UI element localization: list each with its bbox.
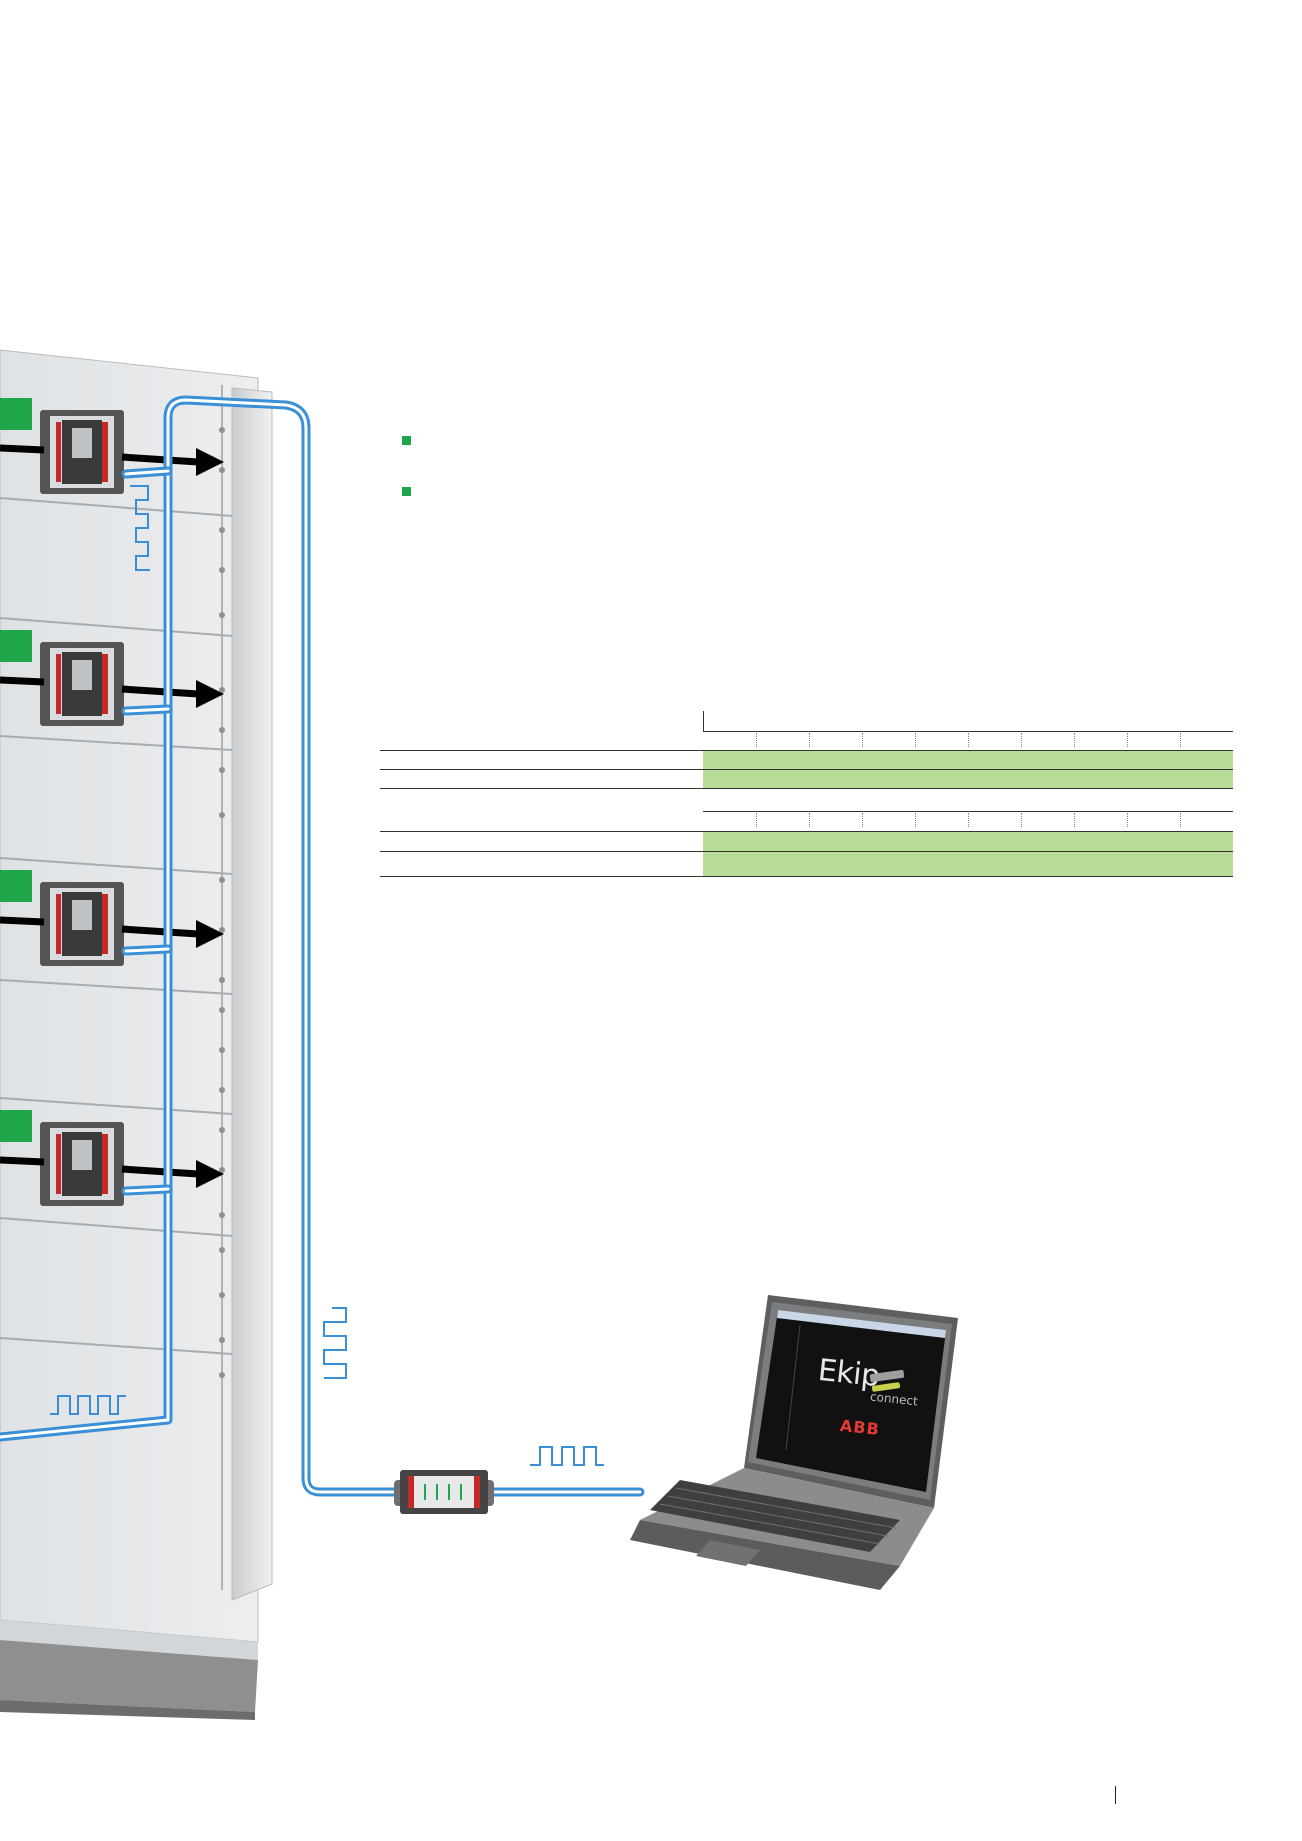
laptop-icon xyxy=(630,1295,958,1590)
table-column-divider xyxy=(703,711,704,731)
table-tick xyxy=(1074,813,1075,827)
table-row-rule xyxy=(380,769,1233,770)
breaker-icon-2 xyxy=(0,630,224,726)
table-tick xyxy=(968,733,969,747)
table-row-rule xyxy=(380,876,1233,877)
table-row-rule xyxy=(380,851,1233,852)
table-tick xyxy=(1180,813,1181,827)
table-row-green xyxy=(703,831,1233,876)
connector-module-icon xyxy=(394,1470,494,1514)
table-tick xyxy=(1074,733,1075,747)
breaker-icon-4 xyxy=(0,1110,224,1206)
table-row-rule xyxy=(380,750,1233,751)
bullet-marker-icon xyxy=(402,436,411,445)
table-tick xyxy=(756,733,757,747)
table-tick xyxy=(915,813,916,827)
table-tick xyxy=(809,733,810,747)
breaker-icon-1 xyxy=(0,398,224,494)
table-tick xyxy=(1021,813,1022,827)
table-tick xyxy=(809,813,810,827)
laptop-screen-brand: ABB xyxy=(839,1415,881,1440)
breaker-icon-3 xyxy=(0,870,224,966)
table-row-rule xyxy=(380,788,1233,789)
table-header-rule xyxy=(703,811,1233,812)
table-row-rule xyxy=(380,831,1233,832)
page-number-separator xyxy=(1115,1786,1116,1804)
table-tick xyxy=(862,813,863,827)
bullet-marker-icon xyxy=(402,487,411,496)
communication-cable xyxy=(0,395,645,1497)
table-tick xyxy=(756,813,757,827)
table-tick xyxy=(915,733,916,747)
table-tick xyxy=(968,813,969,827)
table-tick xyxy=(1127,813,1128,827)
table-tick xyxy=(862,733,863,747)
signal-pulse-icon xyxy=(50,485,604,1466)
table-tick xyxy=(1127,733,1128,747)
table-tick xyxy=(1021,733,1022,747)
table-tick xyxy=(1180,733,1181,747)
table-header-rule xyxy=(703,731,1233,732)
